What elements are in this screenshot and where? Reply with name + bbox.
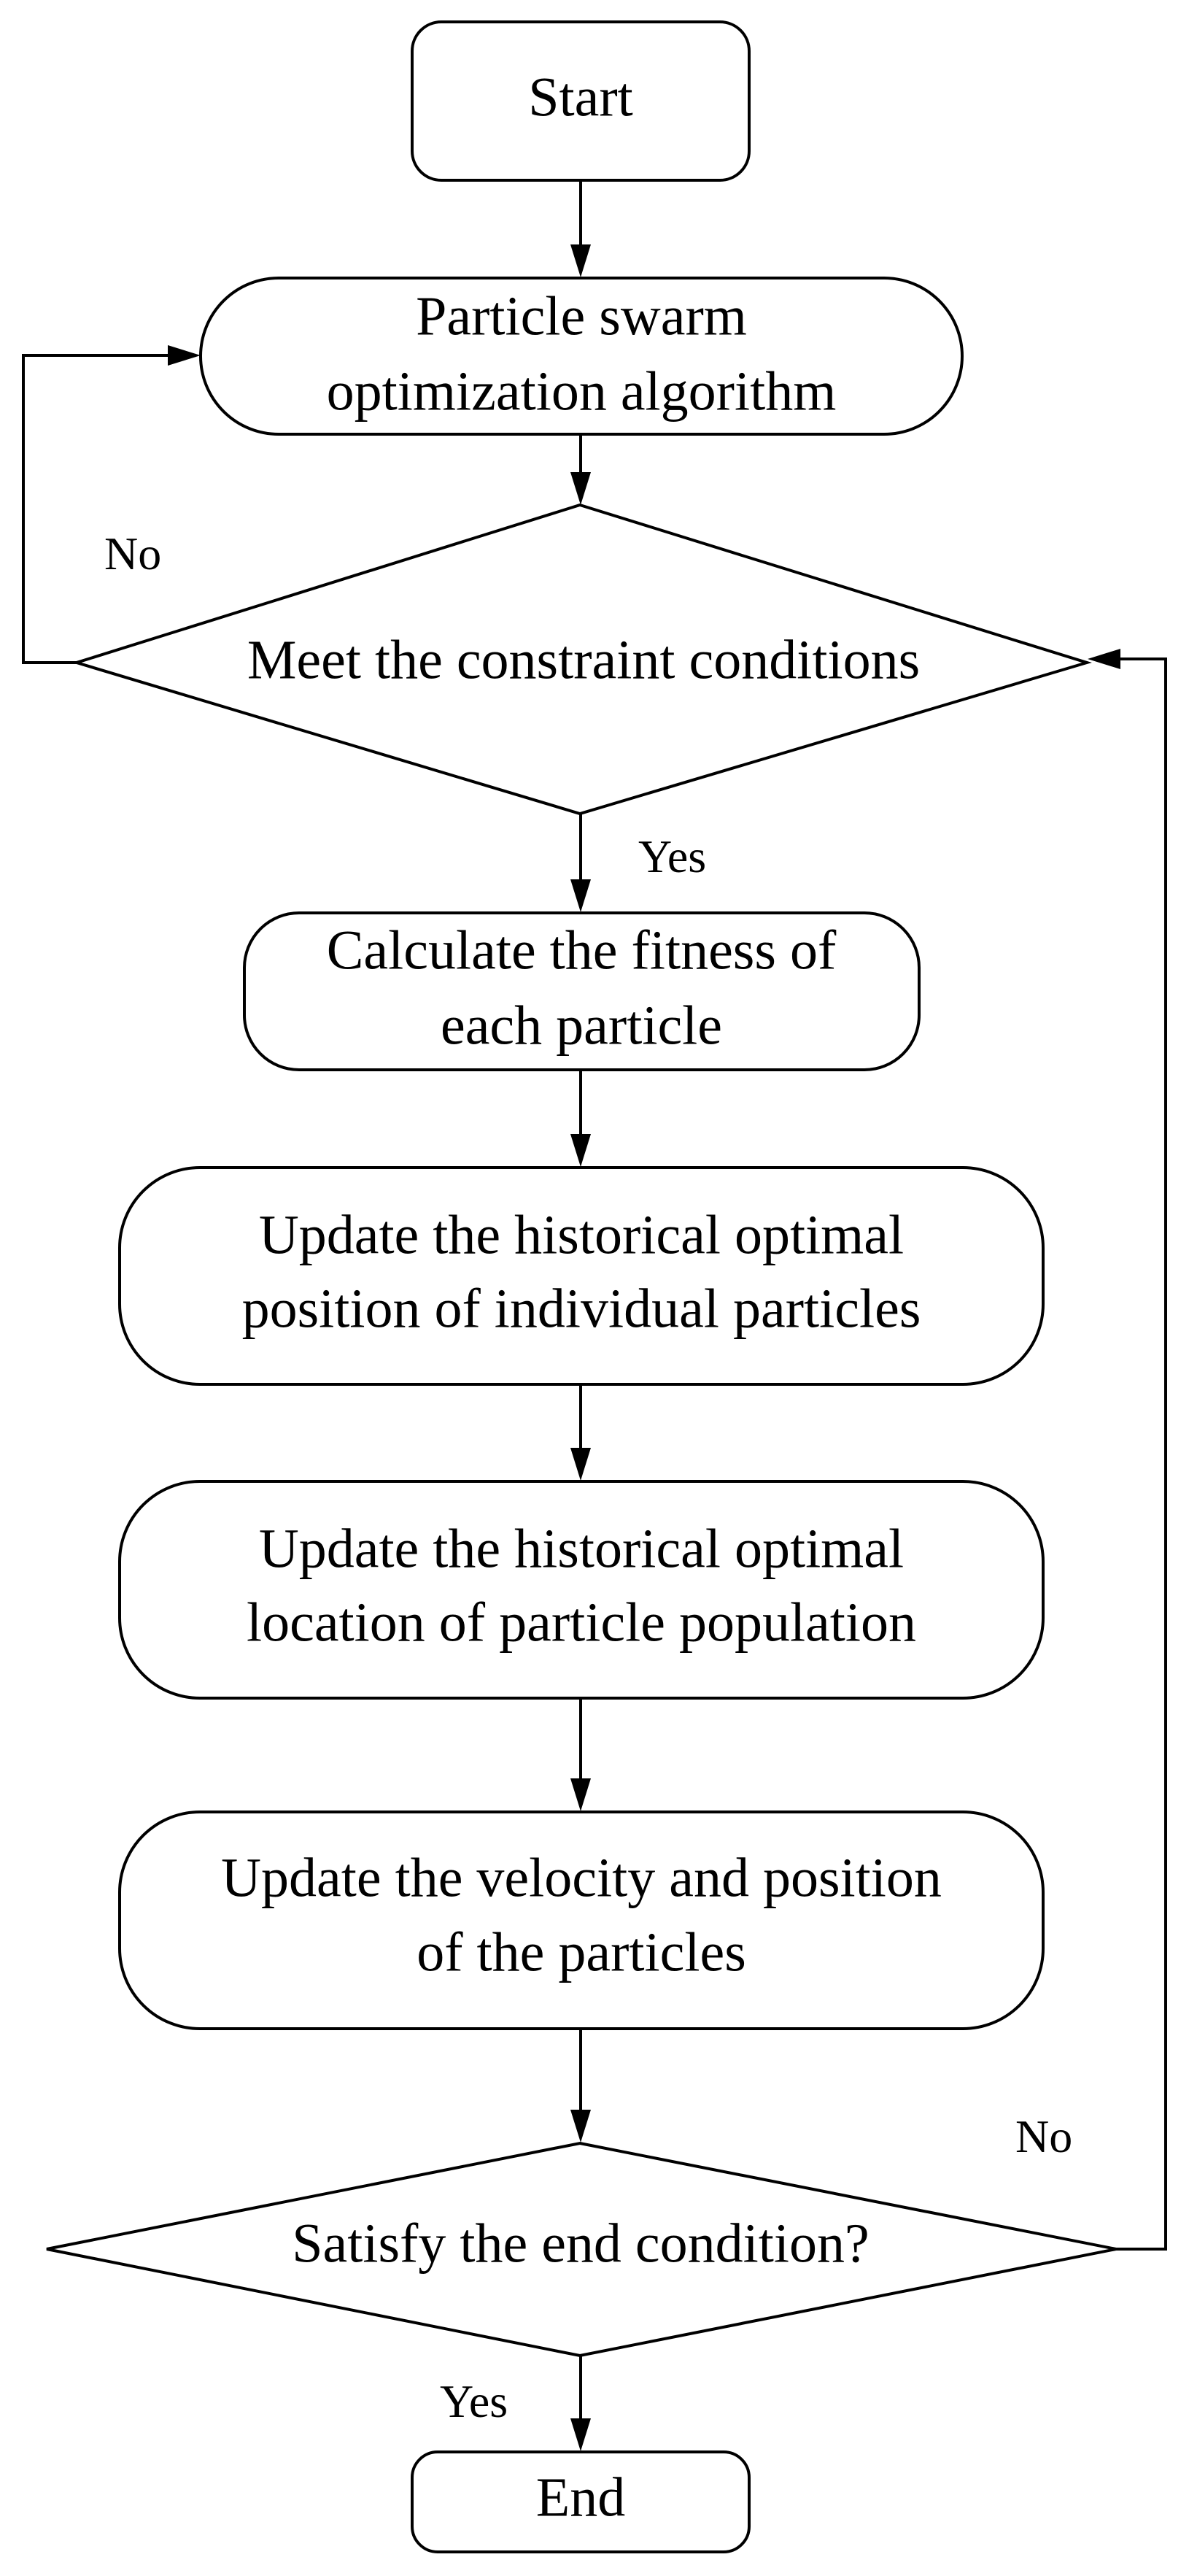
constraint-no-label: No [104,528,161,579]
update-individual-node [118,1166,1045,1386]
end-condition-no-label: No [1015,2110,1072,2162]
fitness-text-1: Calculate the fitness of [327,919,837,981]
edge-pso-to-constraint-arrowhead [570,472,591,505]
constraint-text-1: Meet the constraint conditions [247,629,920,690]
constraint-yes-label: Yes [638,830,706,882]
edge-population-to-velocity-arrowhead [570,1778,591,1811]
end-condition-text-1: Satisfy the end condition? [292,2213,870,2274]
update-population-text-1: Update the historical optimal [259,1518,904,1579]
edge-start-to-pso-arrowhead [570,244,591,277]
edge-constraint-no-loop [22,354,171,664]
end-node [411,2450,751,2553]
update-population-text-2: location of particle population [247,1592,916,1653]
end-condition-yes-label: Yes [440,2375,508,2427]
update-individual-text-1: Update the historical optimal [259,1204,904,1265]
update-velocity-text-2: of the particles [417,1921,746,1983]
update-individual-text-2: position of individual particles [242,1278,921,1339]
pso-text-2: optimization algorithm [327,360,837,422]
edge-constraint-yes-arrowhead [570,879,591,912]
pso-text-1: Particle swarm [416,285,747,347]
edge-velocity-to-end-condition-arrowhead [570,2110,591,2143]
start-text-1: Start [528,66,633,128]
edge-fitness-to-individual-arrowhead [570,1134,591,1167]
update-velocity-node [118,1810,1045,2030]
edge-end-condition-yes-arrowhead [570,2418,591,2451]
fitness-text-2: each particle [441,995,722,1056]
edge-end-condition-no-loop [1116,658,1167,2251]
edge-individual-to-population-arrowhead [570,1448,591,1481]
edge-end-condition-no-loop-arrowhead [1088,649,1120,669]
edge-constraint-no-loop-arrowhead [168,345,201,366]
update-velocity-text-1: Update the velocity and position [221,1847,942,1908]
end-text-1: End [536,2467,625,2528]
update-population-node [118,1480,1045,1700]
